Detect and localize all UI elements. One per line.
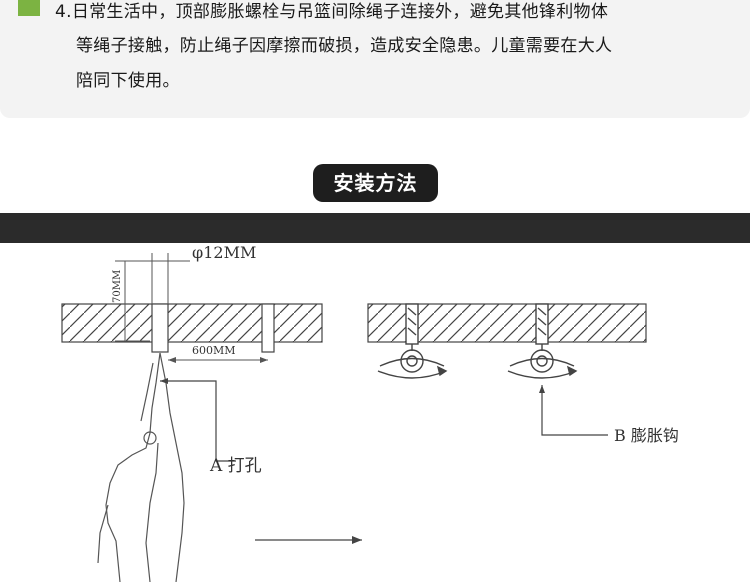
- expansion-hook-1: [377, 303, 448, 379]
- expansion-hook-2: [507, 303, 578, 379]
- section-title: 安装方法: [313, 164, 438, 202]
- next-step-arrow: [255, 536, 362, 544]
- step-b-leader: B 膨胀钩: [539, 385, 679, 445]
- left-ceiling: [61, 303, 323, 353]
- dark-band: [0, 213, 750, 243]
- depth-label: 70MM: [112, 270, 123, 303]
- green-marker: [18, 0, 40, 16]
- notice-line-1: 4.日常生活中，顶部膨胀螺栓与吊篮间除绳子连接外，避免其他锋利物体: [55, 2, 609, 22]
- installation-diagram: φ12MM 70MM 600MM A 打孔: [61, 243, 679, 582]
- step-a-leader: A 打孔: [160, 378, 262, 476]
- spacing-label: 600MM: [192, 344, 236, 357]
- person-drilling-figure: [97, 352, 185, 582]
- notice-card: 4.日常生活中，顶部膨胀螺栓与吊篮间除绳子连接外，避免其他锋利物体 等绳子接触，…: [0, 0, 750, 118]
- step-a-label: A 打孔: [209, 456, 262, 476]
- diameter-dimension: φ12MM: [140, 243, 256, 304]
- notice-line-2: 等绳子接触，防止绳子因摩擦而破损，造成安全隐患。儿童需要在大人: [76, 36, 613, 56]
- spacing-dimension: 600MM: [168, 344, 268, 363]
- notice-line-3: 陪同下使用。: [76, 71, 180, 91]
- diameter-label: φ12MM: [192, 243, 256, 262]
- step-b-label: B 膨胀钩: [614, 426, 679, 445]
- depth-dimension: 70MM: [112, 260, 150, 342]
